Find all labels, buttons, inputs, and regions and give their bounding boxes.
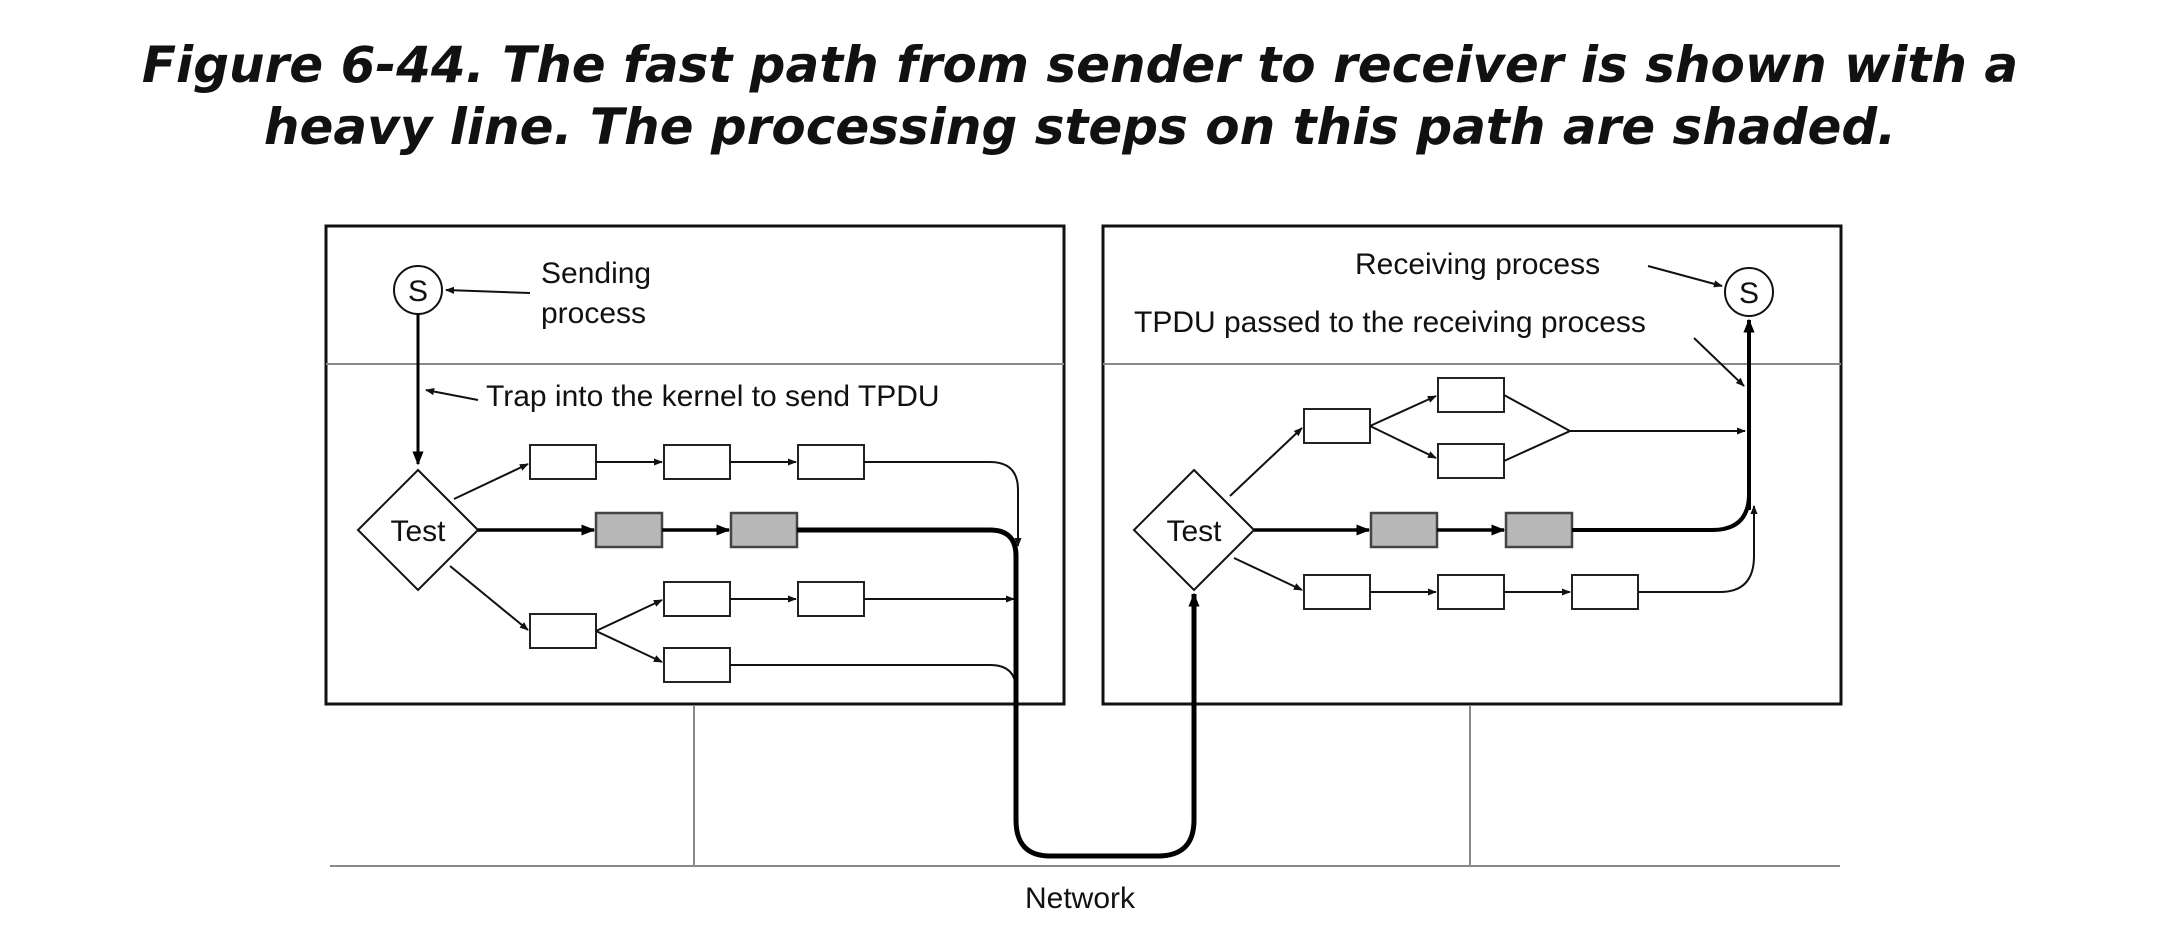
sender-path3-step1	[529, 613, 597, 649]
sender-path3-step3a	[797, 581, 865, 617]
receiving-process-pointer	[1647, 265, 1723, 288]
network: Network	[330, 706, 1840, 915]
trap-label-pointer	[425, 387, 479, 401]
receiver-path3-step1	[1303, 574, 1371, 610]
receiver-path3-merge	[1638, 505, 1758, 593]
receiver-path1-step2a	[1437, 377, 1505, 413]
sender-path3-step2a	[663, 581, 731, 617]
receiving-process-label: Receiving process	[1355, 248, 1600, 281]
sender-test-diamond	[356, 468, 480, 592]
receiver-host: S Receiving process TPDU passed to the r…	[1101, 224, 1843, 706]
sender-path1-step1	[529, 444, 597, 480]
receiver-fast-step1	[1369, 511, 1439, 549]
sender-path3-merge-b	[730, 664, 1017, 691]
sending-process-symbol: S	[408, 275, 428, 308]
sender-path3-fork-lower	[595, 630, 663, 663]
sender-path1-step2	[663, 444, 731, 480]
sender-path1-branch	[453, 463, 529, 500]
network-label: Network	[1025, 882, 1136, 915]
sender-path1-step3	[797, 444, 865, 480]
sender-path3-branch	[449, 565, 529, 631]
receiver-host-frame	[1101, 224, 1843, 706]
sender-path3-step2b	[663, 647, 731, 683]
sender-fast-step1	[594, 511, 664, 549]
sender-fast-step2	[729, 511, 799, 549]
receiver-fast-merge	[1572, 493, 1751, 532]
sending-process-pointer	[445, 286, 531, 294]
sender-path1-merge	[864, 461, 1022, 547]
receiver-path3-branch	[1233, 557, 1303, 591]
sender-test-label: Test	[390, 515, 446, 548]
tpdu-passed-label: TPDU passed to the receiving process	[1134, 306, 1646, 339]
receiver-path1-join	[1503, 394, 1573, 462]
receiver-path1-branch	[1229, 427, 1303, 497]
receiving-process-symbol: S	[1739, 277, 1759, 310]
sending-process-label-line1: Sending	[541, 257, 651, 290]
receiving-process-circle	[1724, 267, 1774, 317]
sender-host: S Sending process Trap into the kernel t…	[324, 224, 1066, 706]
trap-label: Trap into the kernel to send TPDU	[486, 380, 940, 413]
tpdu-passed-pointer	[1693, 337, 1745, 387]
caption-line-1: Figure 6-44. The fast path from sender t…	[141, 36, 2019, 94]
receiver-test-label: Test	[1166, 515, 1222, 548]
sender-host-frame	[324, 224, 1066, 706]
receiver-path1-step2b	[1437, 443, 1505, 479]
figure-caption: Figure 6-44. The fast path from sender t…	[0, 34, 2160, 158]
caption-line-2: heavy line. The processing steps on this…	[263, 98, 1897, 156]
receiver-path1-fork-lower	[1369, 425, 1437, 459]
receiver-test-diamond	[1132, 468, 1256, 592]
sender-path3-fork-upper	[595, 599, 663, 632]
receiver-path1-fork-upper	[1369, 395, 1437, 427]
sending-process-label-line2: process	[541, 297, 646, 330]
receiver-fast-step2	[1504, 511, 1574, 549]
receiver-path1-step1	[1303, 408, 1371, 444]
fast-path-network-route	[797, 527, 1200, 859]
receiver-path3-step3	[1571, 574, 1639, 610]
receiver-path3-step2	[1437, 574, 1505, 610]
